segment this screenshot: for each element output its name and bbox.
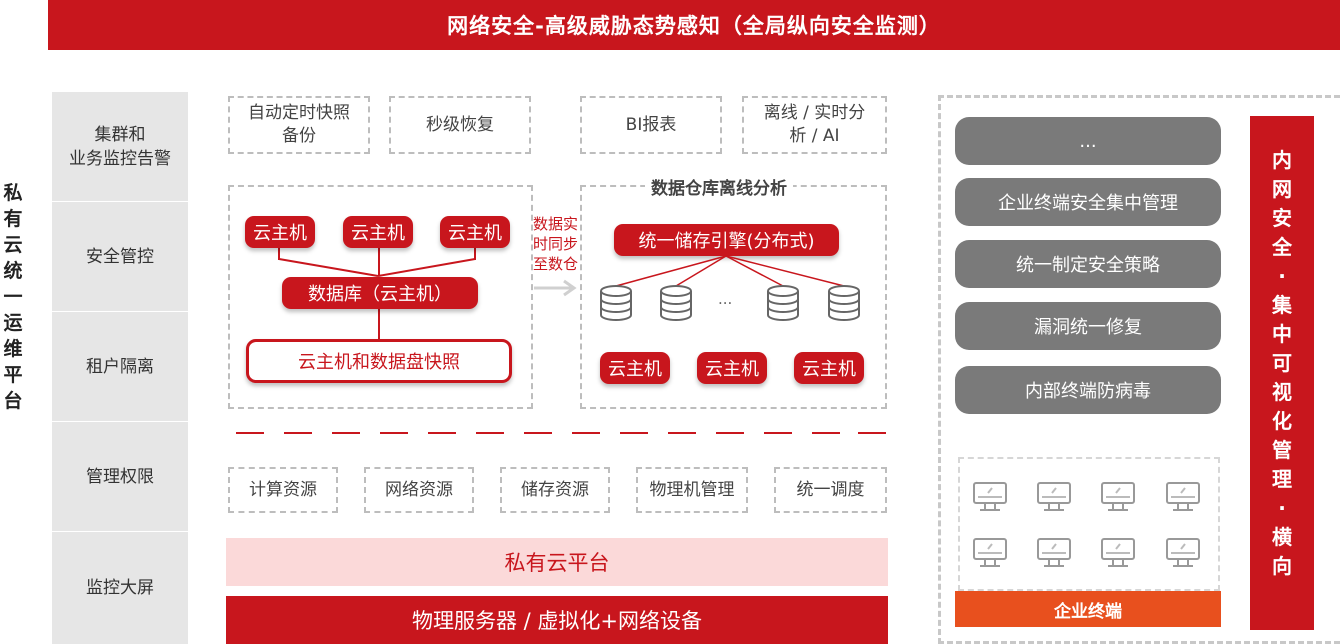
sidebar-item-tenant-isolation[interactable]: 租户隔离 (52, 312, 188, 422)
sidebar-item-permissions[interactable]: 管理权限 (52, 422, 188, 532)
database-node: 数据库（云主机） (282, 277, 478, 309)
resource-physical: 物理机管理 (636, 467, 748, 513)
warehouse-ellipsis: ... (718, 290, 733, 308)
engine-connectors (598, 254, 858, 290)
page-title: 网络安全-高级威胁态势感知（全局纵向安全监测） (447, 14, 941, 38)
warehouse-vm-node: 云主机 (697, 352, 767, 384)
warehouse-vm-node: 云主机 (794, 352, 864, 384)
connector-line (278, 258, 476, 277)
sidebar-item-monitor-screen[interactable]: 监控大屏 (86, 578, 154, 598)
bi-report-box: BI报表 (580, 96, 722, 154)
database-icon (599, 285, 633, 321)
sync-arrow-icon (534, 278, 580, 298)
warehouse-title: 数据仓库离线分析 (645, 174, 793, 199)
security-item: 企业终端安全集中管理 (955, 178, 1221, 226)
connector-line (278, 246, 280, 260)
monitor-icons (973, 482, 1200, 567)
cloud-cluster-container (228, 185, 533, 409)
connector-line (378, 306, 380, 340)
database-icon (827, 285, 861, 321)
private-cloud-bar: 私有云平台 (226, 538, 888, 586)
resource-storage: 储存资源 (500, 467, 610, 513)
cloud-vm-node: 云主机 (245, 216, 315, 248)
terminal-group (958, 457, 1220, 591)
resource-compute: 计算资源 (228, 467, 338, 513)
database-icon (659, 285, 693, 321)
storage-engine-node: 统一储存引擎(分布式) (614, 224, 839, 256)
sidebar-item-monitoring-alerts[interactable]: 集群和 业务监控告警 (52, 92, 188, 202)
fast-recovery-box: 秒级恢复 (389, 96, 531, 154)
platform-vertical-label: 私有云统一运维平台 (3, 182, 23, 412)
snapshot-backup-box: 自动定时快照 备份 (228, 96, 370, 154)
page-title-banner: 网络安全-高级威胁态势感知（全局纵向安全监测） (48, 0, 1340, 50)
security-item: 统一制定安全策略 (955, 240, 1221, 288)
intranet-security-text: 内网安全·集中可视化管理·横向 (1272, 148, 1292, 578)
security-item: 漏洞统一修复 (955, 302, 1221, 350)
right-panel (938, 95, 1340, 644)
database-icon (766, 285, 800, 321)
physical-layer-bar: 物理服务器 / 虚拟化+网络设备 (226, 596, 888, 644)
cloud-vm-node: 云主机 (440, 216, 510, 248)
security-item: 内部终端防病毒 (955, 366, 1221, 414)
enterprise-terminal-label: 企业终端 (955, 591, 1221, 627)
cloud-vm-node: 云主机 (343, 216, 413, 248)
offline-realtime-box: 离线 / 实时分 析 / AI (742, 96, 887, 154)
resource-scheduling: 统一调度 (774, 467, 887, 513)
sync-label: 数据实时同步至数仓 (533, 215, 579, 273)
sidebar-item-security-control[interactable]: 安全管控 (52, 202, 188, 312)
sidebar: 集群和 业务监控告警 安全管控 租户隔离 管理权限 监控大屏 (52, 92, 188, 644)
security-item: ... (955, 117, 1221, 165)
connector-line (474, 246, 476, 260)
warehouse-vm-node: 云主机 (600, 352, 670, 384)
intranet-security-vertical: 内网安全·集中可视化管理·横向 (1250, 116, 1314, 630)
resource-network: 网络资源 (364, 467, 474, 513)
connector-line (378, 246, 380, 276)
snapshot-node: 云主机和数据盘快照 (246, 339, 512, 383)
